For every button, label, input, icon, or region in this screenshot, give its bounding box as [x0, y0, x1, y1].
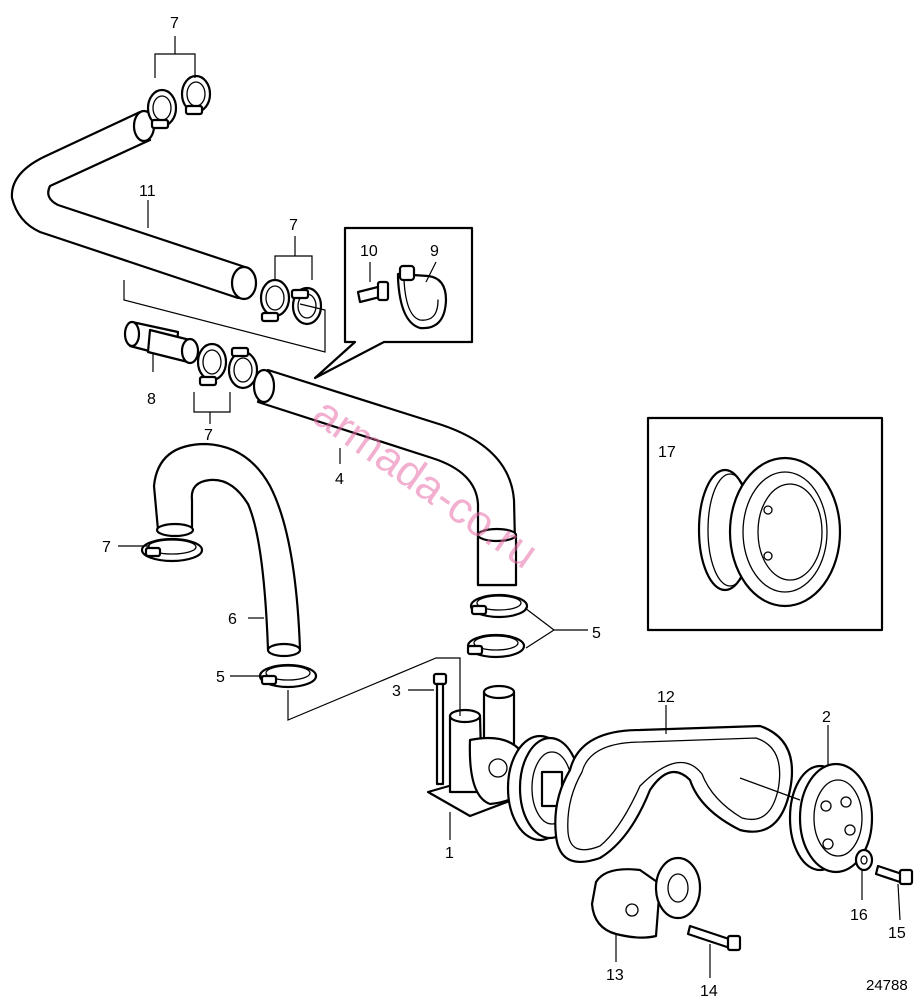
callout-15: 15	[888, 925, 906, 942]
bolt-14	[686, 924, 742, 952]
bolt-15	[874, 864, 914, 886]
callout-14: 14	[700, 983, 718, 1000]
callout-8: 8	[147, 391, 156, 408]
crank-pulley-2	[788, 762, 874, 874]
inset-bracket-9-10	[313, 226, 474, 380]
callout-2: 2	[822, 709, 831, 726]
belt-12	[554, 724, 794, 863]
callout-11: 11	[139, 183, 156, 200]
tensioner-13	[590, 856, 702, 939]
callout-7-lower: 7	[102, 539, 111, 556]
callout-5-right: 5	[592, 625, 601, 642]
callout-13: 13	[606, 967, 624, 984]
hose-6	[152, 442, 302, 658]
clamp-5-left	[258, 663, 318, 689]
leader-lines	[118, 36, 901, 978]
clamp-7-top	[146, 74, 212, 130]
callout-10: 10	[360, 243, 378, 260]
clamp-7-mid-right	[259, 278, 323, 326]
clamp-7-mid-left	[196, 342, 259, 390]
clamp-7-lower	[140, 537, 204, 563]
callout-6: 6	[228, 611, 237, 628]
clamp-5-lower	[466, 633, 526, 659]
callout-12: 12	[657, 689, 675, 706]
callout-5-left: 5	[216, 669, 225, 686]
reference-number: 24788	[866, 977, 908, 994]
callout-7-mid-left: 7	[204, 427, 213, 444]
callout-4: 4	[335, 471, 344, 488]
callout-16: 16	[850, 907, 868, 924]
callout-7-top: 7	[170, 15, 179, 32]
callout-17: 17	[658, 444, 676, 461]
hose-11	[10, 109, 258, 301]
inset-pulley-17	[646, 416, 884, 632]
callout-7-mid-right: 7	[289, 217, 298, 234]
callout-labels: 7 11 7 10 9 8 7 4 17 7 6 5 5 3 12 2 1 16…	[102, 15, 906, 1000]
callout-9: 9	[430, 243, 439, 260]
bolt-3	[432, 672, 448, 786]
clamp-5-upper	[469, 593, 529, 619]
washer-16	[854, 848, 874, 872]
callout-1: 1	[445, 845, 454, 862]
fitting-8	[123, 320, 200, 365]
callout-3: 3	[392, 683, 401, 700]
hose-4	[252, 368, 518, 587]
